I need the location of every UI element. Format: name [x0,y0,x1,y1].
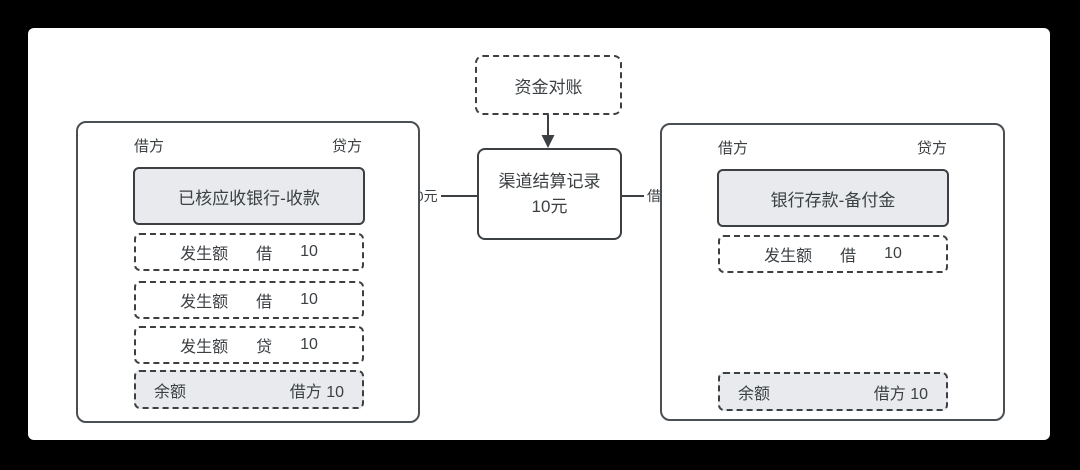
node-channel-settlement-amount: 10元 [531,197,568,216]
left-entry-row-1: 发生额 借 10 [134,233,364,271]
node-channel-settlement: 渠道结算记录 10元 [477,148,622,240]
left-account-title: 已核应收银行-收款 [178,188,320,208]
left-entry-row-2: 发生额 借 10 [134,281,364,319]
entry-name: 发生额 [180,246,229,263]
left-credit-header: 贷方 [331,138,362,155]
left-panel-header: 借方 贷方 [78,135,418,156]
right-credit-header: 贷方 [916,140,947,157]
right-panel-header: 借方 贷方 [662,137,1003,158]
left-account-title-box: 已核应收银行-收款 [133,167,365,225]
node-channel-settlement-title: 渠道结算记录 [498,172,601,191]
right-account-title-box: 银行存款-备付金 [717,169,949,227]
right-entry-row-1: 发生额 借 10 [718,235,948,273]
balance-name: 余额 [738,385,771,403]
entry-name: 发生额 [764,248,813,265]
right-account-panel: 借方 贷方 银行存款-备付金 发生额 借 10 余额 借方 10 [660,123,1005,421]
entry-amount: 10 [300,336,318,353]
arrow-down [541,115,555,148]
right-account-title: 银行存款-备付金 [770,190,896,210]
entry-side: 借 [256,294,273,311]
entry-side: 贷 [256,339,273,356]
entry-amount: 10 [300,243,318,260]
balance-value: 借方 10 [873,385,928,403]
node-fund-reconciliation-label: 资金对账 [514,77,583,97]
balance-value: 借方 10 [289,383,344,401]
left-account-panel: 借方 贷方 已核应收银行-收款 发生额 借 10 发生额 借 10 发生额 贷 … [76,121,420,423]
entry-amount: 10 [300,291,318,308]
entry-name: 发生额 [180,339,229,356]
left-balance-row: 余额 借方 10 [134,370,364,409]
left-debit-header: 借方 [134,138,165,155]
entry-side: 借 [840,248,857,265]
node-fund-reconciliation: 资金对账 [475,55,622,115]
diagram-canvas: 资金对账 渠道结算记录 10元 贷10元 借10元 借方 贷方 已核应收银行-收… [28,28,1050,440]
right-balance-row: 余额 借方 10 [718,372,948,411]
entry-side: 借 [256,246,273,263]
right-debit-header: 借方 [718,140,749,157]
balance-name: 余额 [154,383,187,401]
entry-name: 发生额 [180,294,229,311]
entry-amount: 10 [884,245,902,262]
left-entry-row-3: 发生额 贷 10 [134,326,364,364]
